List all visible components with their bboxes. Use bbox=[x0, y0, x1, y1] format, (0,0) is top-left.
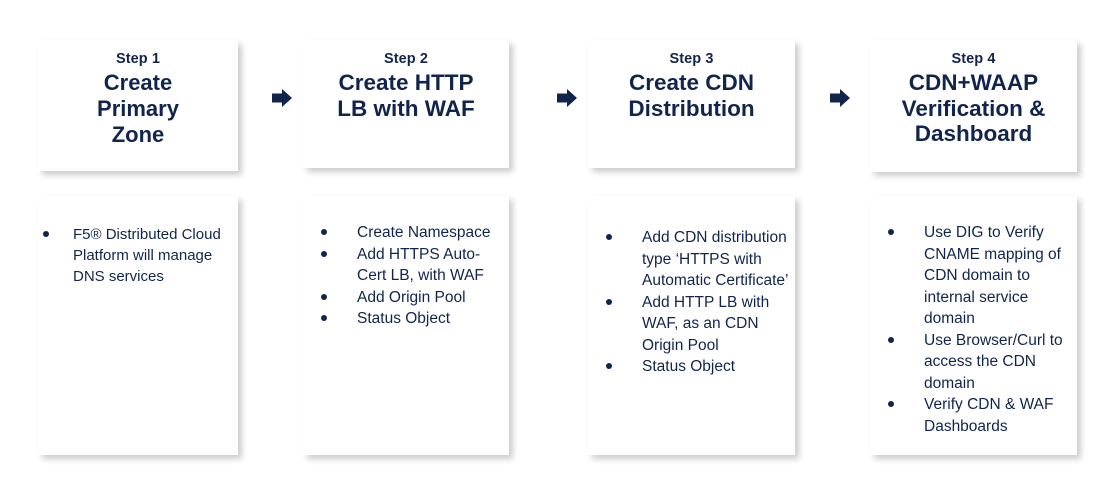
step-header-card-3[interactable]: Step 3 Create CDN Distribution bbox=[588, 40, 795, 168]
list-item: Create Namespace bbox=[321, 222, 505, 244]
bullet-dot-icon bbox=[888, 401, 894, 407]
step-bullet-list-3: Add CDN distribution type ‘HTTPS with Au… bbox=[588, 227, 795, 378]
bullet-text: Add CDN distribution type ‘HTTPS with Au… bbox=[642, 229, 789, 289]
step-eyebrow-1: Step 1 bbox=[115, 51, 161, 67]
arrow-right-icon bbox=[271, 87, 293, 109]
bullet-dot-icon bbox=[43, 231, 49, 237]
step-bullet-list-4: Use DIG to Verify CNAME mapping of CDN d… bbox=[870, 222, 1077, 437]
bullet-dot-icon bbox=[321, 229, 327, 235]
step-column-3: Step 3 Create CDN Distribution Add CDN d… bbox=[588, 0, 799, 491]
list-item: Add HTTP LB with WAF, as an CDN Origin P… bbox=[606, 292, 791, 357]
step-title-line: Distribution bbox=[628, 95, 755, 121]
step-header-card-1[interactable]: Step 1 Create Primary Zone bbox=[38, 40, 238, 171]
list-item: Add HTTPS Auto-Cert LB, with WAF bbox=[321, 244, 505, 287]
bullet-text: Status Object bbox=[642, 358, 736, 375]
bullet-text: Add Origin Pool bbox=[357, 288, 466, 306]
step-title-line: Zone bbox=[111, 122, 165, 147]
step-bullet-list-2: Create Namespace Add HTTPS Auto-Cert LB,… bbox=[303, 222, 509, 330]
step-body-card-4: Use DIG to Verify CNAME mapping of CDN d… bbox=[870, 196, 1077, 455]
step-title-2: Create HTTP LB with WAF bbox=[333, 70, 478, 121]
list-item: Status Object bbox=[606, 356, 791, 378]
list-item: Add Origin Pool bbox=[321, 287, 505, 309]
list-item: F5® Distributed Cloud Platform will mana… bbox=[43, 224, 234, 287]
bullet-dot-icon bbox=[321, 315, 327, 321]
list-item: Use DIG to Verify CNAME mapping of CDN d… bbox=[888, 222, 1075, 330]
bullet-dot-icon bbox=[888, 229, 894, 235]
step-header-card-4[interactable]: Step 4 CDN+WAAP Verification & Dashboard bbox=[870, 40, 1077, 172]
step-title-line: Dashboard bbox=[914, 121, 1033, 146]
arrow-right-icon bbox=[829, 87, 851, 109]
bullet-dot-icon bbox=[321, 293, 327, 300]
bullet-text: Create Namespace bbox=[357, 224, 491, 241]
step-column-1: Step 1 Create Primary Zone F5® Distribut… bbox=[38, 0, 243, 491]
step-title-line: Create CDN bbox=[628, 70, 755, 95]
step-column-2: Step 2 Create HTTP LB with WAF Create Na… bbox=[303, 0, 513, 491]
bullet-dot-icon bbox=[321, 250, 327, 257]
step-title-line: Create bbox=[103, 70, 173, 95]
list-item: Verify CDN & WAF Dashboards bbox=[888, 394, 1075, 437]
step-title-4: CDN+WAAP Verification & Dashboard bbox=[898, 70, 1050, 147]
step-title-3: Create CDN Distribution bbox=[624, 70, 758, 121]
bullet-text: Use Browser/Curl to access the CDN domai… bbox=[924, 331, 1063, 392]
list-item: Use Browser/Curl to access the CDN domai… bbox=[888, 330, 1075, 395]
step-bullet-list-1: F5® Distributed Cloud Platform will mana… bbox=[38, 224, 238, 287]
bullet-dot-icon bbox=[606, 234, 612, 240]
step-title-line: CDN+WAAP bbox=[908, 70, 1039, 95]
step-column-4: Step 4 CDN+WAAP Verification & Dashboard… bbox=[870, 0, 1081, 491]
step-eyebrow-4: Step 4 bbox=[951, 51, 996, 67]
step-title-line: LB with WAF bbox=[337, 95, 475, 121]
step-eyebrow-2: Step 2 bbox=[383, 51, 429, 67]
step-title-line: Verification & bbox=[901, 95, 1046, 121]
step-title-1: Create Primary Zone bbox=[93, 70, 183, 148]
bullet-text: F5® Distributed Cloud Platform will mana… bbox=[73, 226, 221, 285]
step-title-line: Primary bbox=[97, 96, 179, 121]
bullet-text: Use DIG to Verify CNAME mapping of CDN d… bbox=[924, 224, 1061, 327]
step-body-card-2: Create Namespace Add HTTPS Auto-Cert LB,… bbox=[303, 196, 509, 455]
bullet-text: Add HTTPS Auto-Cert LB, with WAF bbox=[357, 245, 484, 285]
bullet-text: Status Object bbox=[357, 310, 451, 327]
step-header-card-2[interactable]: Step 2 Create HTTP LB with WAF bbox=[303, 40, 509, 168]
arrow-right-icon bbox=[556, 87, 578, 109]
step-body-card-1: F5® Distributed Cloud Platform will mana… bbox=[38, 196, 238, 455]
step-eyebrow-3: Step 3 bbox=[669, 51, 714, 67]
list-item: Add CDN distribution type ‘HTTPS with Au… bbox=[606, 227, 791, 292]
step-title-line: Create HTTP bbox=[338, 70, 474, 95]
bullet-dot-icon bbox=[888, 336, 894, 343]
bullet-text: Verify CDN & WAF Dashboards bbox=[924, 396, 1054, 435]
bullet-dot-icon bbox=[606, 363, 612, 369]
list-item: Status Object bbox=[321, 308, 505, 330]
bullet-text: Add HTTP LB with WAF, as an CDN Origin P… bbox=[642, 293, 770, 354]
step-body-card-3: Add CDN distribution type ‘HTTPS with Au… bbox=[588, 196, 795, 455]
bullet-dot-icon bbox=[606, 298, 612, 305]
